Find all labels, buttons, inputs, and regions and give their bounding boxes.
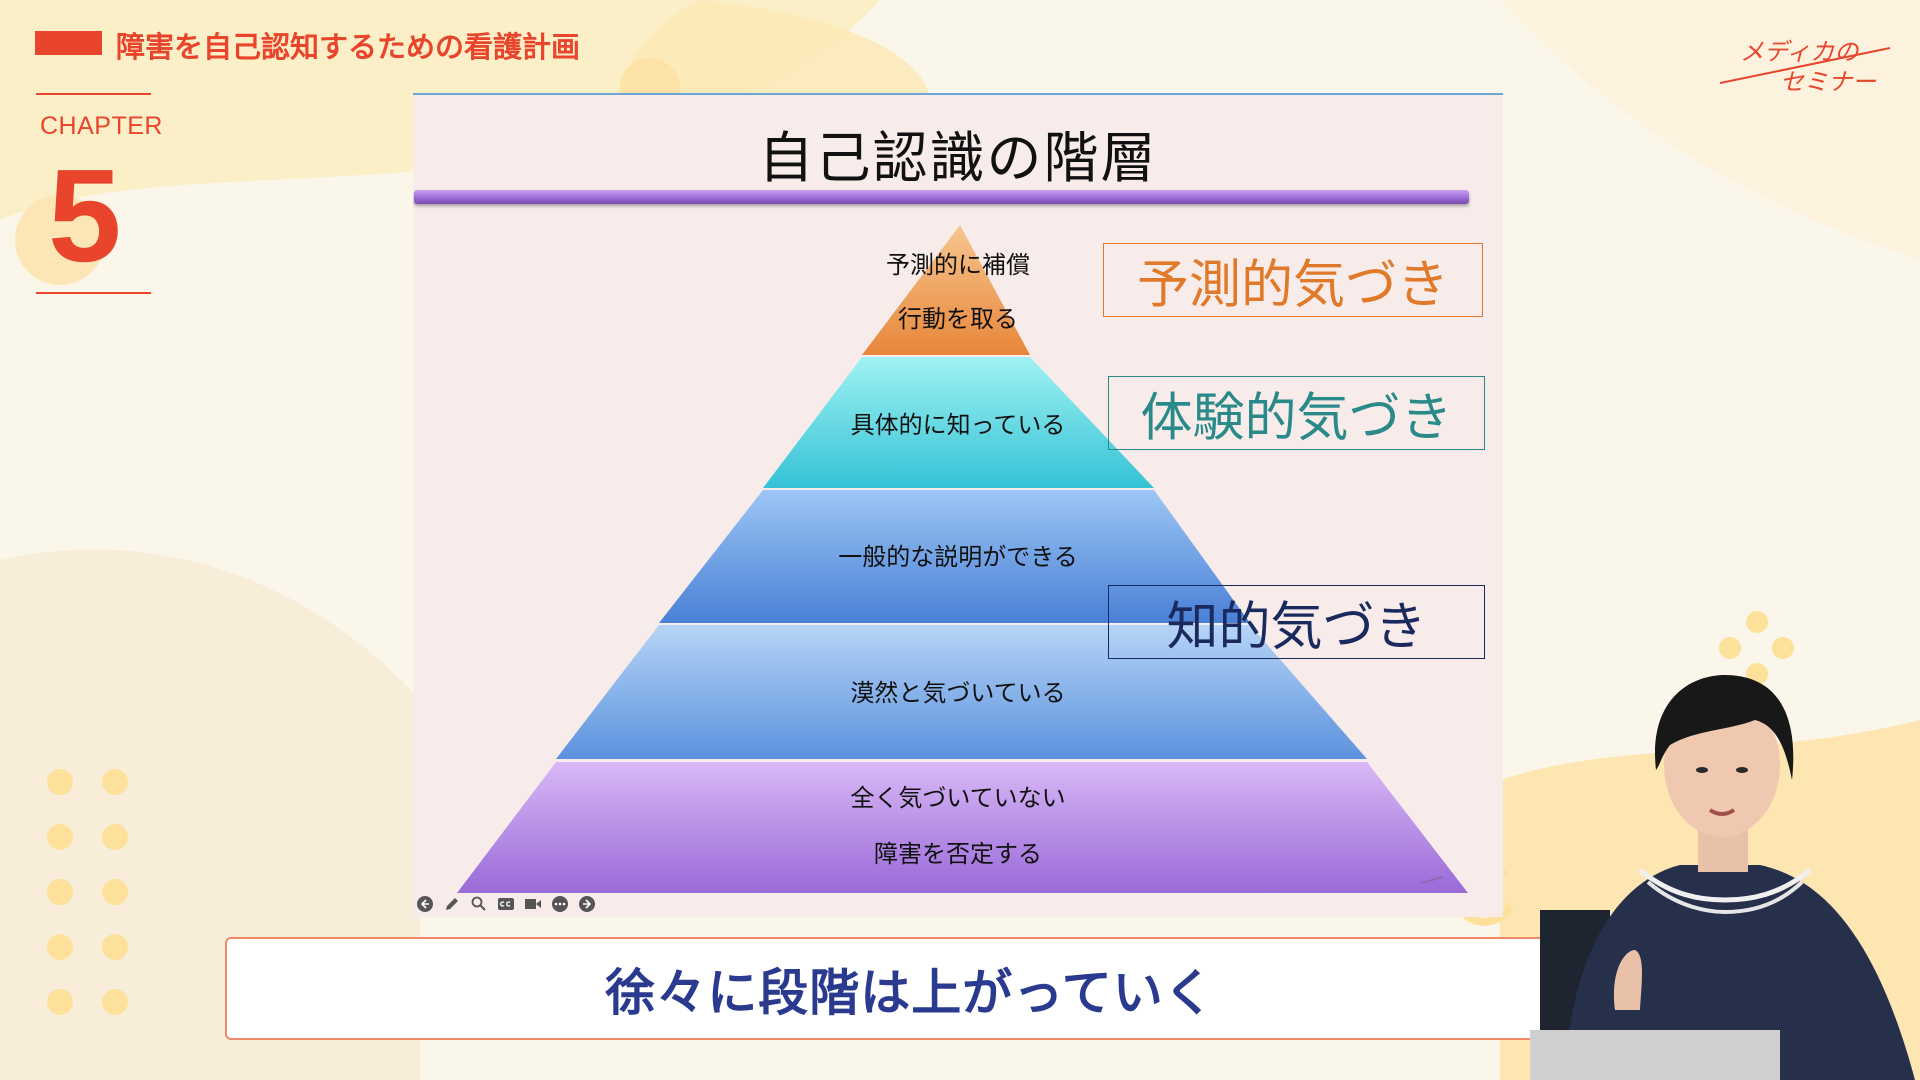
experiential-awareness-label: 体験的気づき	[1140, 388, 1453, 449]
pyramid-level-2-label: 具体的に知っている	[850, 411, 1066, 439]
chapter-label: CHAPTER	[40, 112, 163, 140]
chapter-number: 5	[48, 142, 122, 289]
header-title: 障害を自己認知するための看護計画	[116, 30, 581, 64]
captions-icon[interactable]	[496, 894, 516, 914]
video-icon[interactable]	[523, 894, 543, 914]
pyramid-level-5-line-1: 全く気づいていない	[850, 784, 1066, 812]
more-icon[interactable]	[550, 894, 570, 914]
pyramid-level-2-shape	[763, 357, 1154, 488]
zoom-icon[interactable]	[469, 894, 489, 914]
brand-logo: メディカの セミナー	[1719, 28, 1900, 107]
pyramid-level-1-line-2: 行動を取る	[898, 305, 1018, 333]
header-accent-bar	[35, 31, 102, 55]
slide-title: 自己認識の階層	[758, 126, 1158, 190]
pyramid-level-1-shape	[862, 225, 1030, 355]
chapter-bottom-rule	[36, 292, 151, 294]
subtitle-caption: 徐々に段階は上がっていく	[605, 963, 1215, 1022]
logo-text-line1: メディカの	[1740, 38, 1860, 66]
predictive-awareness-box: 予測的気づき	[1103, 243, 1483, 317]
pyramid-level-4-label: 漠然と気づいている	[850, 679, 1066, 707]
pyramid-level-3-shape	[659, 490, 1250, 623]
pyramid-level-5-line-2: 障害を否定する	[874, 840, 1042, 868]
pyramid-level-1-line-1: 予測的に補償	[886, 251, 1030, 279]
forward-icon[interactable]	[577, 894, 597, 914]
player-toolbar	[415, 894, 597, 914]
subtitle-caption-box: 徐々に段階は上がっていく	[225, 937, 1595, 1040]
intellectual-awareness-label: 知的気づき	[1166, 597, 1427, 658]
pen-icon[interactable]	[442, 894, 462, 914]
pyramid-level-3-label: 一般的な説明ができる	[838, 543, 1078, 571]
back-icon[interactable]	[415, 894, 435, 914]
experiential-awareness-box: 体験的気づき	[1108, 376, 1485, 450]
logo-text-line2: セミナー	[1780, 68, 1877, 96]
awareness-pyramid	[457, 225, 1468, 893]
presentation-slide: 自己認識の階層 予測的に補償 行動を取る 具体的に知っている 一般的な説明ができ…	[413, 93, 1503, 917]
predictive-awareness-label: 予測的気づき	[1136, 255, 1449, 316]
chapter-top-rule	[36, 93, 151, 95]
intellectual-awareness-box: 知的気づき	[1108, 585, 1485, 659]
pyramid-level-5-shape	[457, 762, 1468, 893]
slide-title-underline	[414, 190, 1469, 204]
presenter-video	[1530, 675, 1915, 1080]
